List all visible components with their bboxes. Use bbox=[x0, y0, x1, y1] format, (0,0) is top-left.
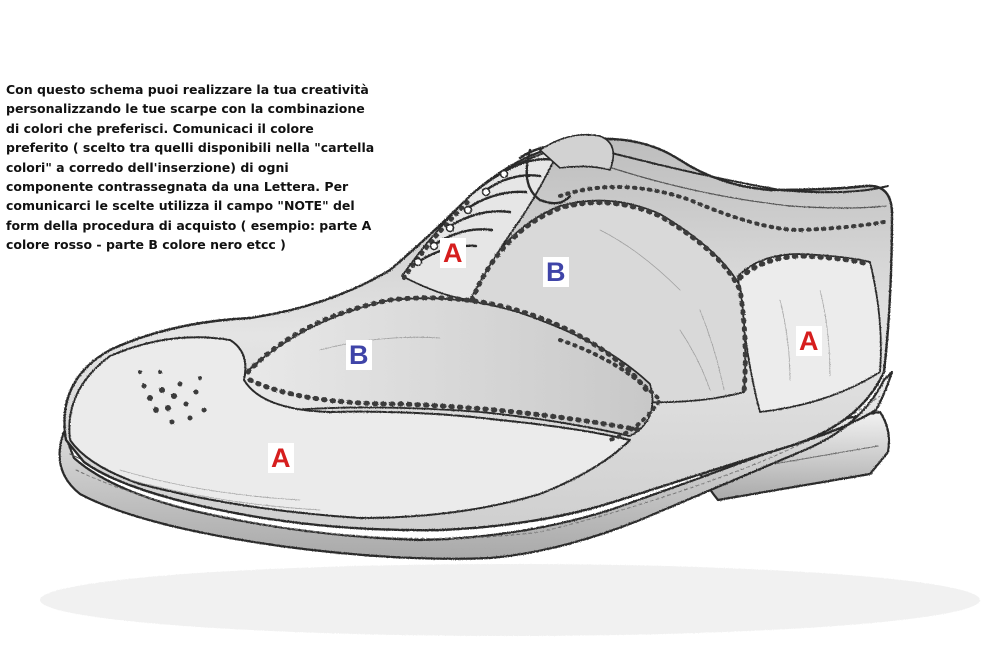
ground-shadow bbox=[40, 564, 980, 636]
zone-label-b-quarter: B bbox=[543, 257, 569, 287]
sketch-hatching bbox=[119, 229, 831, 511]
tongue bbox=[539, 133, 615, 171]
collar-line bbox=[599, 149, 889, 194]
sole bbox=[58, 370, 894, 560]
instructions-text: Con questo schema puoi realizzare la tua… bbox=[6, 82, 375, 253]
eyelets bbox=[413, 169, 509, 267]
zone-label-a-laces: A bbox=[440, 238, 466, 268]
zone-label-a-toe: A bbox=[268, 443, 294, 473]
zone-label-a-heel: A bbox=[796, 326, 822, 356]
brogue-perforations bbox=[138, 184, 886, 442]
zone-label-b-vamp: B bbox=[346, 340, 372, 370]
wingtip-toe-cap bbox=[68, 336, 631, 519]
